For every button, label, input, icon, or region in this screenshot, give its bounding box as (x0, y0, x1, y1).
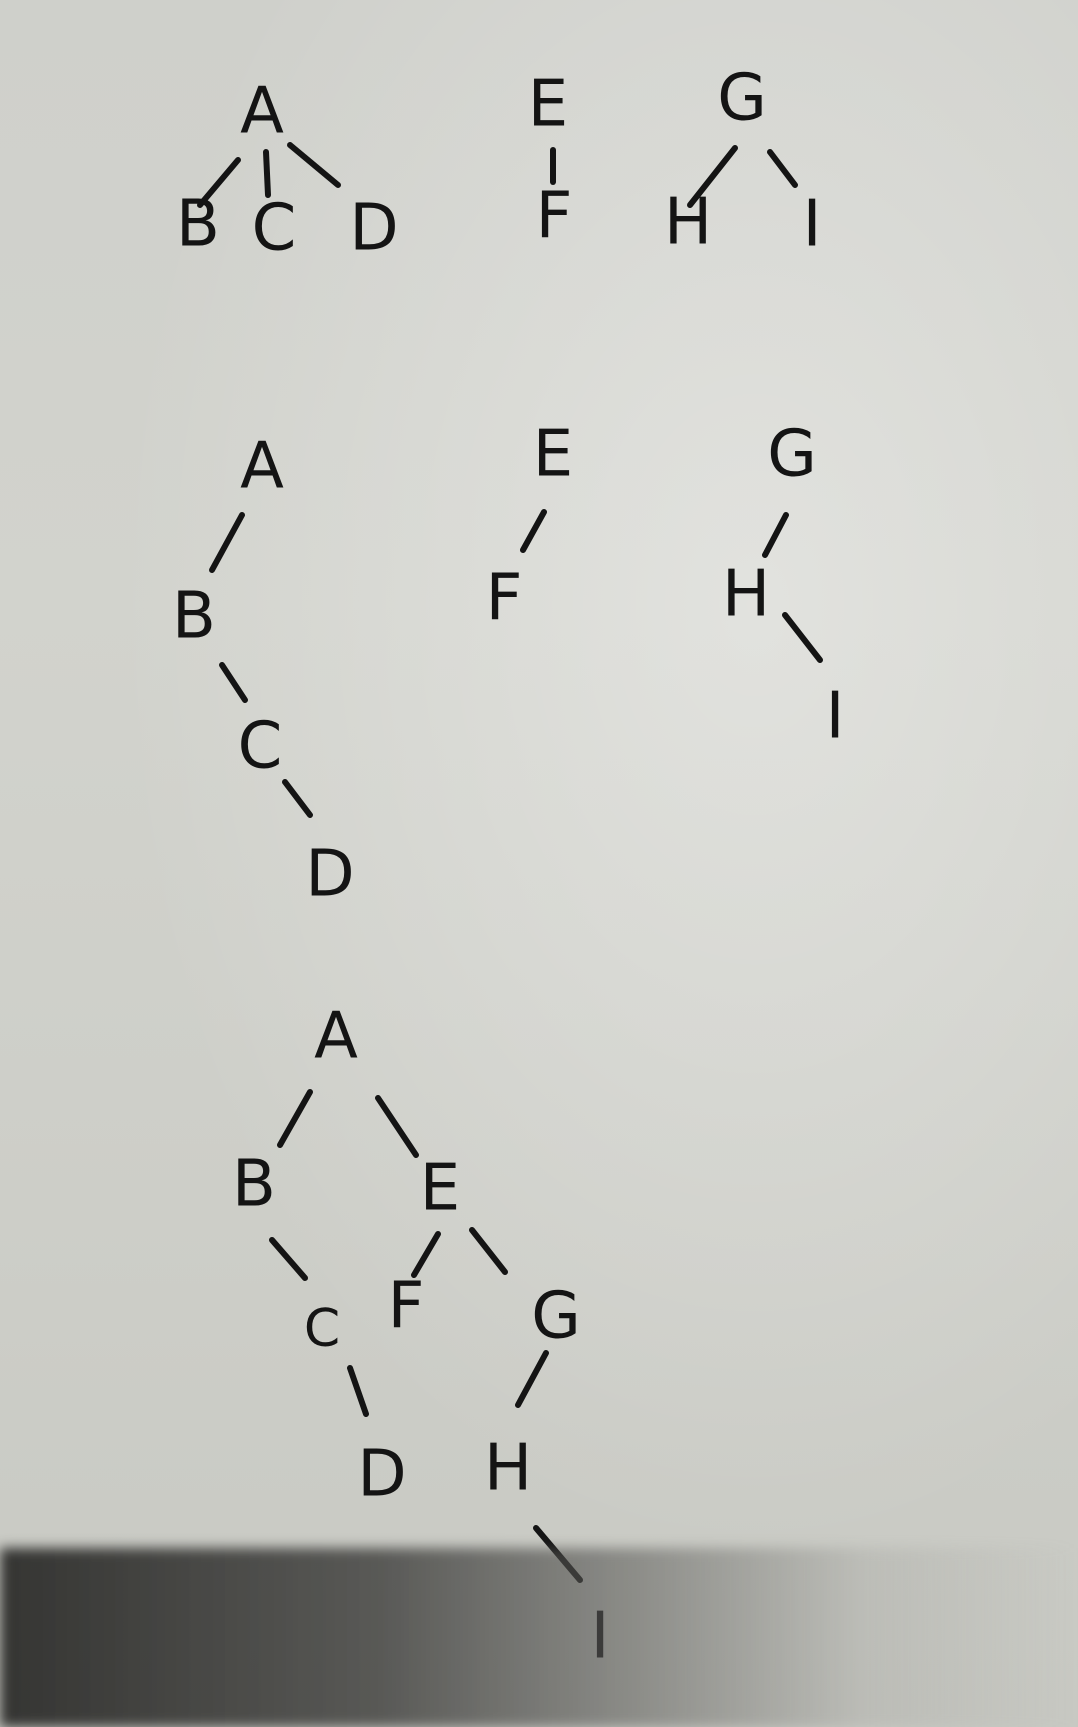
edge-b-c (219, 662, 248, 703)
node-c: C (238, 710, 283, 784)
node-a: A (314, 1000, 358, 1074)
node-f: F (536, 180, 573, 254)
node-c: C (252, 192, 297, 266)
node-d: D (305, 838, 354, 912)
node-b: B (172, 580, 216, 654)
node-c: C (304, 1299, 340, 1359)
edge-e-g (469, 1227, 508, 1275)
node-i: I (826, 680, 845, 754)
node-a: A (240, 75, 284, 149)
edge-a-e (375, 1095, 419, 1158)
node-a: A (240, 430, 284, 504)
edge-e-f (411, 1231, 441, 1278)
forest-diagram: A B C D E F G H I (176, 62, 821, 266)
node-g: G (717, 62, 767, 136)
node-g: G (531, 1280, 581, 1354)
node-b: B (232, 1148, 276, 1222)
edge-a-b (209, 512, 245, 573)
edge-e-f (520, 509, 547, 553)
edge-a-c (263, 149, 271, 198)
node-d: D (357, 1438, 406, 1512)
merged-binary-tree-diagram: A B E C F G D H I (232, 1000, 609, 1674)
node-g: G (767, 418, 817, 492)
edge-a-d (287, 142, 341, 188)
edge-h-i (782, 612, 823, 663)
edge-c-d (282, 779, 313, 818)
node-e: E (533, 418, 573, 492)
edge-g-h (515, 1350, 549, 1408)
edge-c-d (347, 1365, 369, 1417)
node-b: B (176, 188, 220, 262)
node-d: D (349, 192, 398, 266)
node-h: H (722, 558, 770, 632)
node-f: F (486, 562, 523, 636)
node-f: F (388, 1270, 425, 1344)
node-h: H (484, 1432, 532, 1506)
node-i: I (803, 188, 822, 262)
node-e: E (420, 1152, 460, 1226)
edge-g-h (687, 145, 738, 208)
edge-g-i (767, 149, 798, 188)
node-e: E (528, 68, 568, 142)
binary-trees-diagram: A B C D E F G H I (172, 418, 844, 912)
edge-a-b (197, 157, 241, 208)
node-h: H (664, 186, 712, 260)
edge-g-h (762, 512, 789, 558)
edge-b-c (269, 1237, 308, 1281)
photo-shadow (0, 1548, 1078, 1727)
edge-a-b (277, 1089, 313, 1148)
